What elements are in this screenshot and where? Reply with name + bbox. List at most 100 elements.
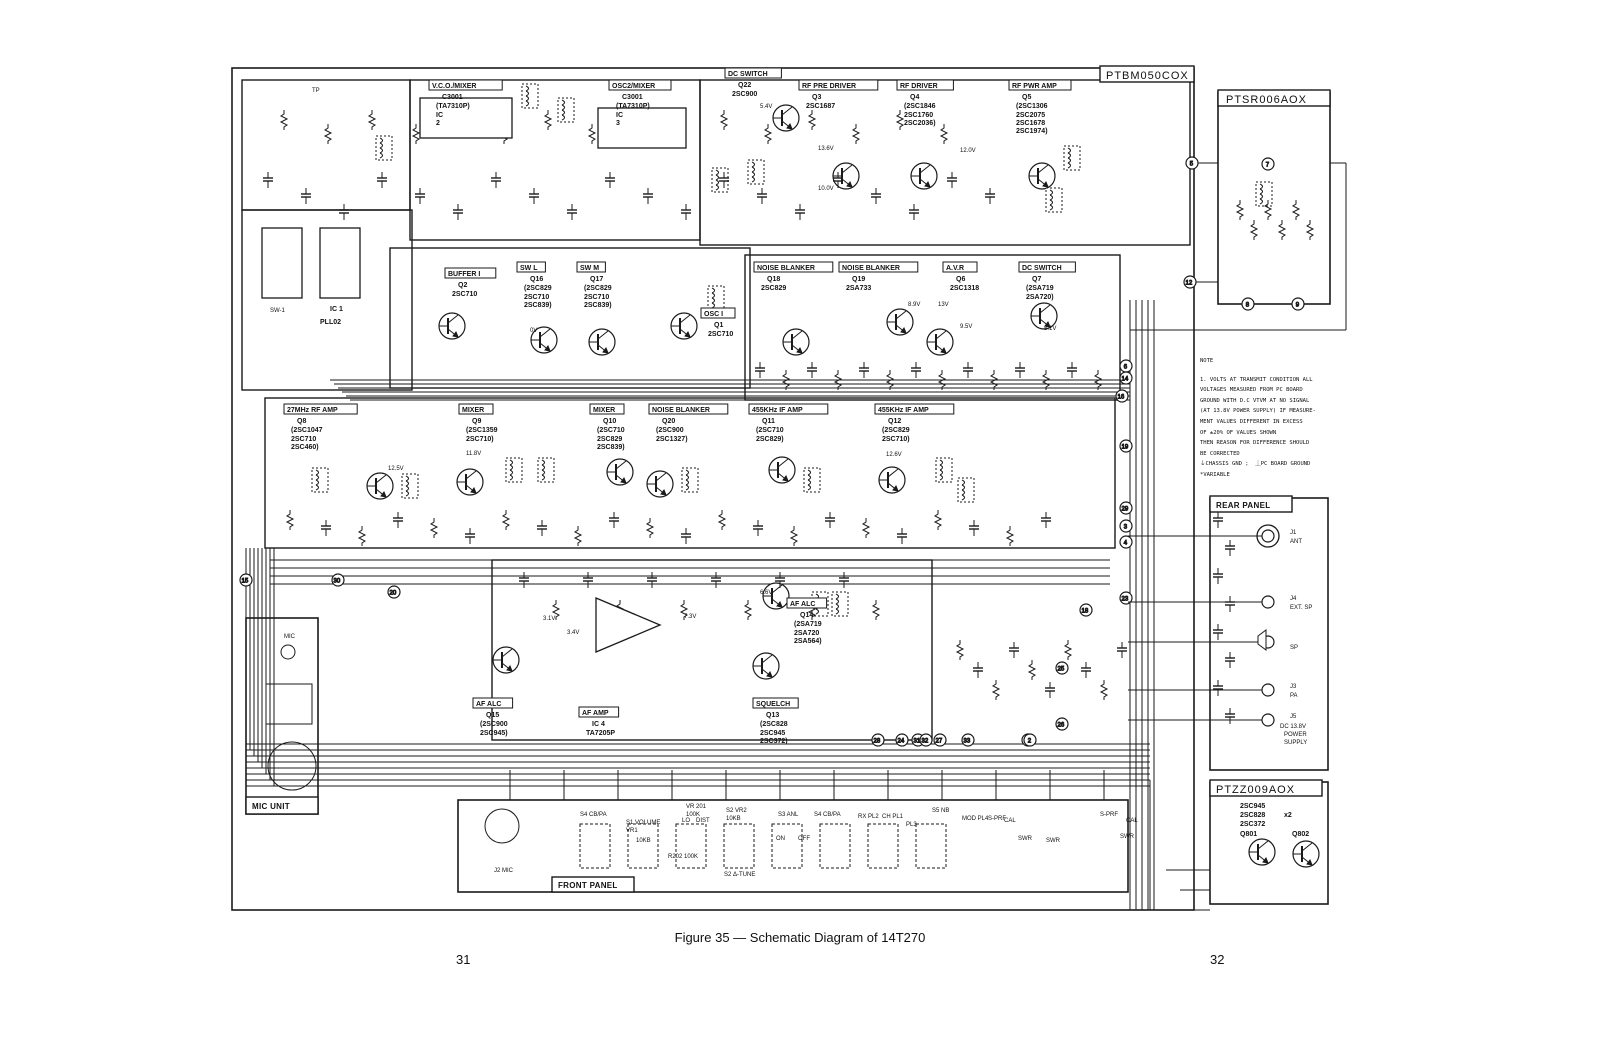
voltage-annotation: 9.5V bbox=[960, 324, 972, 330]
rear-jack-name: EXT. SP bbox=[1290, 605, 1312, 611]
block-part: (2SA719 bbox=[794, 621, 822, 628]
block-title: 455KHz IF AMP bbox=[878, 407, 929, 414]
resistor-symbol bbox=[285, 510, 295, 530]
resistor-symbol bbox=[1099, 680, 1109, 700]
capacitor-symbol bbox=[537, 520, 547, 536]
capacitor-symbol bbox=[377, 172, 387, 188]
connector-pin: 6 bbox=[1119, 359, 1133, 373]
switch-outline bbox=[867, 823, 899, 869]
connector-pin: 14 bbox=[1119, 371, 1133, 385]
block-title-box bbox=[786, 597, 828, 609]
connector-pin: 33 bbox=[961, 733, 975, 747]
connector-number: 12 bbox=[1186, 281, 1193, 287]
capacitor-symbol bbox=[1015, 362, 1025, 378]
connector-pin: 7 bbox=[1261, 157, 1275, 171]
block-part: (2SC710 bbox=[597, 427, 625, 434]
block-part: TA7205P bbox=[586, 730, 615, 737]
block-part: (2SC829 bbox=[882, 427, 910, 434]
block-title: RF PRE DRIVER bbox=[802, 83, 856, 90]
capacitor-symbol bbox=[1225, 652, 1235, 668]
block-part-alt: 2SC829 bbox=[597, 436, 622, 443]
resistor-symbol bbox=[551, 600, 561, 620]
capacitor-symbol bbox=[1081, 662, 1091, 678]
noise-avr-section bbox=[744, 254, 1121, 401]
transistor-symbol bbox=[366, 472, 394, 500]
block-part: (2SC829 bbox=[524, 285, 552, 292]
coil-transformer-symbol bbox=[401, 473, 419, 499]
block-title: NOISE BLANKER bbox=[652, 407, 710, 414]
block-title-box bbox=[428, 79, 503, 91]
front-control-label: S4 CB/PA bbox=[580, 812, 607, 818]
aux-board-label: PTZZ009AOX bbox=[1216, 784, 1295, 796]
coil-transformer-symbol bbox=[711, 167, 729, 193]
block-title: NOISE BLANKER bbox=[757, 265, 815, 272]
voltage-annotation: 7.3V bbox=[684, 614, 696, 620]
front-control-label: SWR bbox=[1046, 838, 1061, 844]
variable-icon: * bbox=[1200, 471, 1204, 478]
front-control-label: S1 VOLUME bbox=[626, 820, 660, 826]
connector-number: 9 bbox=[1296, 303, 1300, 309]
chassis-ground-icon: ⏚ bbox=[1200, 461, 1206, 468]
block-title: NOISE BLANKER bbox=[842, 265, 900, 272]
block-title-box bbox=[608, 79, 672, 91]
block-device: Q9 bbox=[472, 418, 481, 425]
front-control-label: LO bbox=[682, 818, 690, 824]
capacitor-symbol bbox=[1009, 642, 1019, 658]
capacitor-symbol bbox=[795, 204, 805, 220]
front-control-label: 100K bbox=[686, 812, 700, 818]
resistor-symbol bbox=[367, 110, 377, 130]
page-number-right: 32 bbox=[1210, 952, 1225, 967]
block-title-box bbox=[942, 261, 978, 273]
coil-transformer-symbol bbox=[747, 159, 765, 185]
block-part-alt: 2SC710 bbox=[524, 294, 549, 301]
block-part-alt: 2SA720 bbox=[794, 630, 819, 637]
connector-pin: 2 bbox=[1023, 733, 1037, 747]
connector-number: 6 bbox=[1124, 365, 1128, 371]
block-title-box bbox=[516, 261, 546, 273]
capacitor-symbol bbox=[681, 528, 691, 544]
block-title-box bbox=[896, 79, 954, 91]
front-control-label: S5 NB bbox=[932, 808, 949, 814]
transistor-symbol bbox=[492, 646, 520, 674]
transistor-symbol bbox=[768, 456, 796, 484]
rear-jack-ref: J4 bbox=[1290, 596, 1297, 602]
capacitor-symbol bbox=[1225, 596, 1235, 612]
front-panel-label: FRONT PANEL bbox=[558, 881, 618, 890]
capacitor-symbol bbox=[839, 572, 849, 588]
block-part-alt: 3 bbox=[616, 120, 620, 127]
coil-transformer-symbol bbox=[1255, 181, 1273, 207]
connector-pin: 8 bbox=[1241, 297, 1255, 311]
note-line: BE CORRECTED bbox=[1200, 450, 1240, 457]
rear-jack-name: POWER bbox=[1284, 732, 1307, 738]
voltage-annotation: 13.6V bbox=[818, 146, 834, 152]
block-title: SQUELCH bbox=[756, 701, 790, 708]
resistor-symbol bbox=[573, 526, 583, 546]
note-heading: NOTE bbox=[1200, 358, 1214, 364]
capacitor-symbol bbox=[1067, 362, 1077, 378]
block-device: IC 4 bbox=[592, 721, 605, 728]
front-control-label: CAL bbox=[1004, 818, 1016, 824]
voltage-annotation: 3.4V bbox=[567, 630, 579, 636]
ic1-part: PLL02 bbox=[320, 319, 341, 326]
block-part-alt: 2SC710 bbox=[291, 436, 316, 443]
block-part-alt: 2SC1678 bbox=[1016, 120, 1045, 127]
block-part-alt: 2SC2075 bbox=[1016, 112, 1045, 119]
rear-jack-name: SP bbox=[1290, 645, 1298, 651]
capacitor-symbol bbox=[1045, 682, 1055, 698]
block-device: C3001 bbox=[622, 94, 643, 101]
front-control-label: SWR bbox=[1120, 834, 1135, 840]
block-part: (TA7310P) bbox=[616, 103, 650, 110]
block-part-alt: 2SC1760 bbox=[904, 112, 933, 119]
connector-number: 7 bbox=[1266, 163, 1270, 169]
connector-number: 23 bbox=[1122, 597, 1129, 603]
ic4-amp-symbol bbox=[595, 597, 662, 653]
connector-number: 4 bbox=[1124, 541, 1128, 547]
capacitor-symbol bbox=[491, 172, 501, 188]
block-part: (2SC828 bbox=[760, 721, 788, 728]
block-part-alt: 2 bbox=[436, 120, 440, 127]
capacitor-symbol bbox=[1225, 708, 1235, 724]
capacitor-symbol bbox=[719, 172, 729, 188]
front-control-label: S-PRF bbox=[1100, 812, 1118, 818]
antenna-jack-icon bbox=[1256, 524, 1280, 548]
block-part-alt: 2SC710) bbox=[882, 436, 910, 443]
